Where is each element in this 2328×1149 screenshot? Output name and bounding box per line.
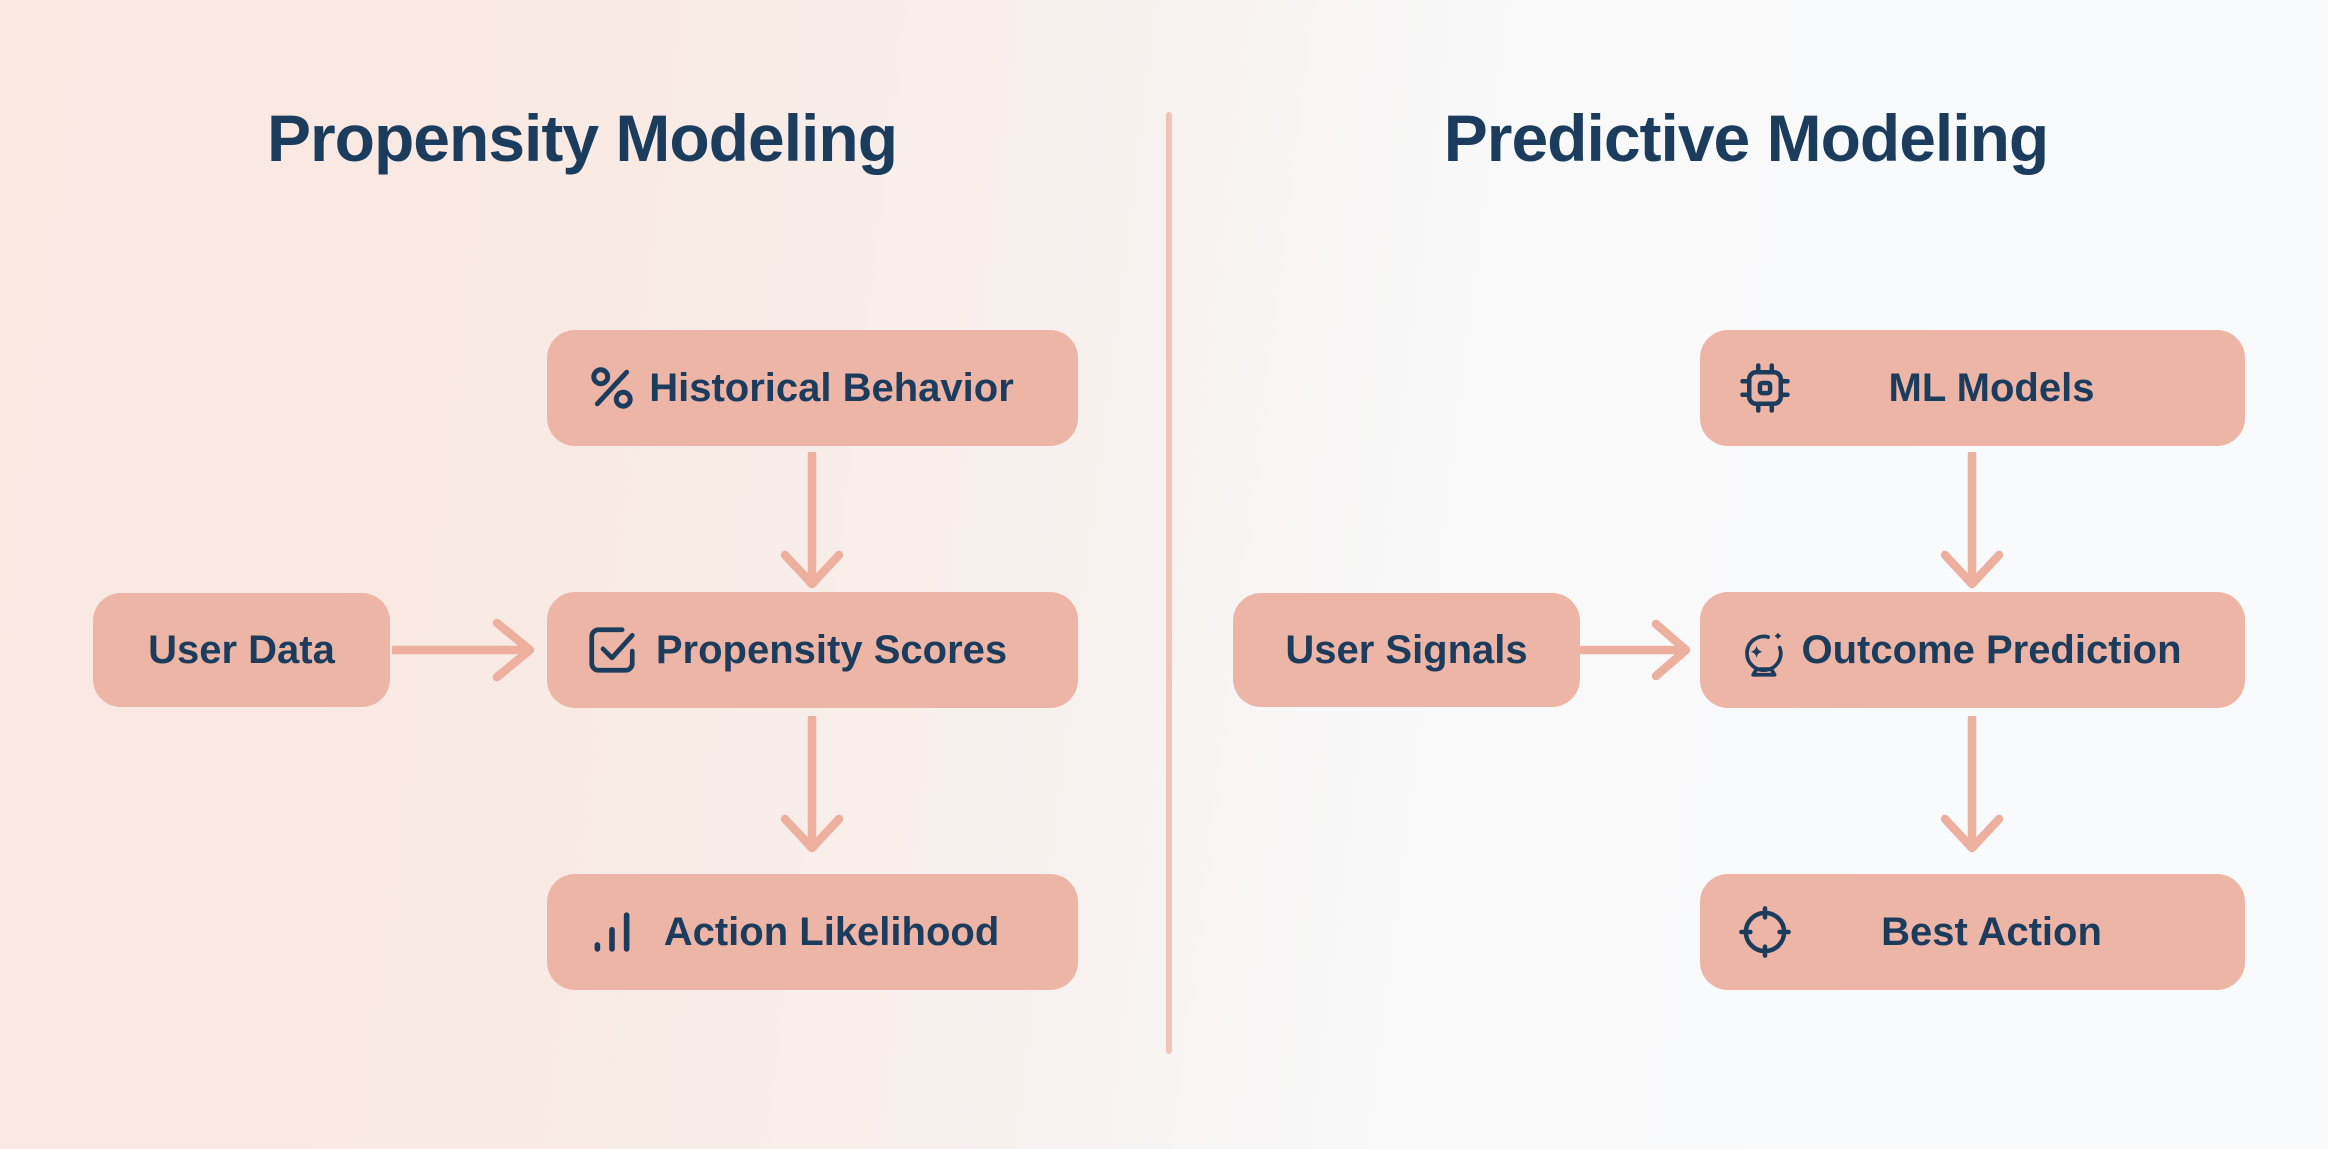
arrow-historical-to-scores bbox=[780, 452, 844, 589]
arrow-user-signals-to-prediction bbox=[1580, 619, 1691, 681]
node-action-likelihood: Action Likelihood bbox=[547, 874, 1078, 990]
node-best-action: Best Action bbox=[1700, 874, 2245, 990]
bar-chart-icon bbox=[585, 905, 639, 959]
node-label: ML Models bbox=[1888, 365, 2095, 410]
node-propensity-scores: Propensity Scores bbox=[547, 592, 1078, 708]
node-label: User Data bbox=[148, 627, 335, 672]
node-label: User Signals bbox=[1285, 627, 1528, 672]
target-icon bbox=[1738, 905, 1792, 959]
panel-title-predictive: Predictive Modeling bbox=[1443, 101, 2049, 175]
node-historical-behavior: Historical Behavior bbox=[547, 330, 1078, 446]
cpu-chip-icon bbox=[1738, 361, 1792, 415]
node-label: Historical Behavior bbox=[649, 365, 1014, 410]
panel-divider bbox=[1166, 112, 1172, 1054]
node-label: Best Action bbox=[1881, 909, 2102, 954]
arrow-models-to-prediction bbox=[1940, 452, 2004, 589]
node-user-signals: User Signals bbox=[1233, 593, 1580, 707]
node-ml-models: ML Models bbox=[1700, 330, 2245, 446]
panel-predictive-modeling: Predictive Modeling bbox=[1164, 0, 2328, 1149]
panel-title-propensity: Propensity Modeling bbox=[266, 101, 898, 175]
checkbox-check-icon bbox=[585, 623, 639, 677]
arrow-scores-to-likelihood bbox=[780, 716, 844, 853]
node-label: Action Likelihood bbox=[663, 909, 1000, 954]
arrow-user-data-to-scores bbox=[392, 618, 535, 682]
node-label: Propensity Scores bbox=[655, 627, 1008, 672]
node-outcome-prediction: Outcome Prediction bbox=[1700, 592, 2245, 708]
node-user-data: User Data bbox=[93, 593, 390, 707]
percent-icon bbox=[585, 361, 639, 415]
crystal-ball-icon bbox=[1738, 623, 1792, 677]
panel-propensity-modeling: Propensity Modeling Historical Behavior … bbox=[93, 101, 1078, 990]
arrow-prediction-to-action bbox=[1940, 716, 2004, 853]
node-label: Outcome Prediction bbox=[1801, 627, 2182, 672]
